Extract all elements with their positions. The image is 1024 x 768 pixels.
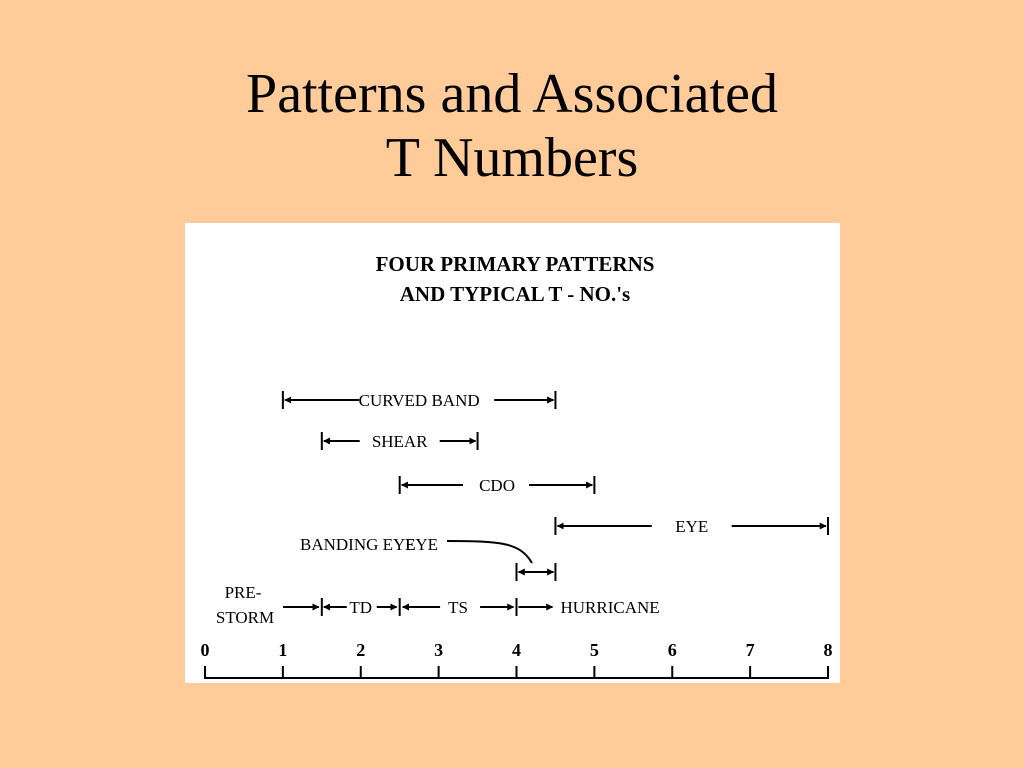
eye-label: EYE: [675, 517, 708, 536]
diagram-heading-line-2: AND TYPICAL T - NO.'s: [400, 282, 630, 306]
shear-label: SHEAR: [372, 432, 428, 451]
diagram-canvas: FOUR PRIMARY PATTERNS AND TYPICAL T - NO…: [201, 252, 833, 679]
pre-storm-label-line-2: STORM: [216, 608, 274, 627]
scale-tick-label-2: 2: [356, 640, 365, 660]
scale-tick-label-4: 4: [512, 640, 521, 660]
slide-title-line-2: T Numbers: [385, 127, 639, 189]
banding-eye-label: BANDING EYE: [300, 535, 416, 554]
t-number-diagram: FOUR PRIMARY PATTERNS AND TYPICAL T - NO…: [185, 223, 840, 683]
pre-storm-label-line-1: PRE-: [225, 583, 262, 602]
scale-tick-label-6: 6: [668, 640, 677, 660]
scale-tick-label-5: 5: [590, 640, 599, 660]
banding-eye-leader-line: [446, 540, 533, 564]
banding-eye-label-2: EYE: [405, 535, 438, 554]
slide-title: Patterns and Associated T Numbers: [0, 62, 1024, 190]
scale-tick-label-3: 3: [434, 640, 443, 660]
curved-band-label: CURVED BAND: [359, 391, 480, 410]
ts-label: TS: [448, 598, 468, 617]
scale-tick-label-1: 1: [278, 640, 287, 660]
diagram-heading-line-1: FOUR PRIMARY PATTERNS: [376, 252, 655, 276]
scale-tick-label-0: 0: [201, 640, 210, 660]
slide-title-line-1: Patterns and Associated: [246, 63, 778, 125]
scale-tick-label-8: 8: [824, 640, 833, 660]
td-label: TD: [349, 598, 372, 617]
cdo-label: CDO: [479, 476, 515, 495]
hurricane-label: HURRICANE: [561, 598, 660, 617]
scale-tick-label-7: 7: [746, 640, 755, 660]
